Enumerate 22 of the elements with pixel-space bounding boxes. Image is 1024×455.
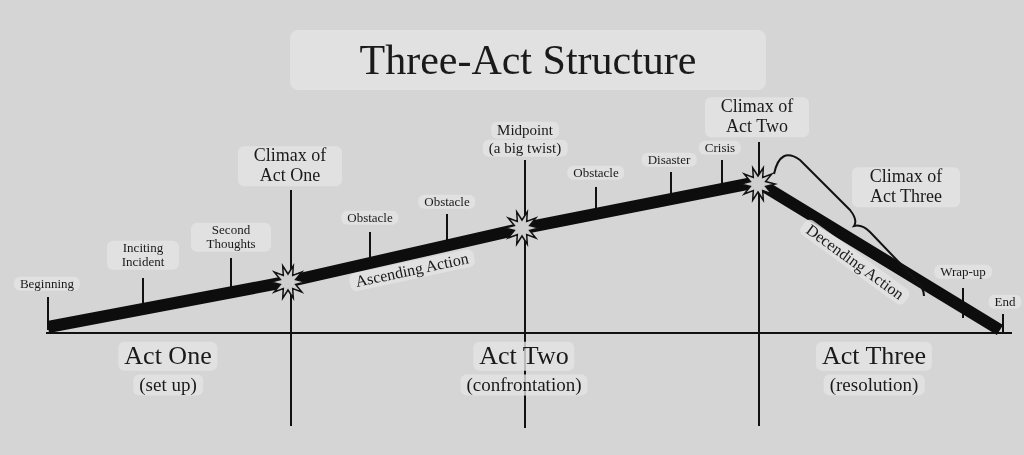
point-label: Obstacle — [567, 165, 625, 181]
act-subtitle: (confrontation) — [460, 374, 588, 396]
point-label: Climax of Act One — [238, 146, 342, 186]
point-label: Crisis — [698, 140, 742, 156]
diagram-title: Three-Act Structure — [290, 30, 766, 90]
point-label: End — [988, 294, 1022, 310]
act-title: Act Three — [815, 341, 933, 371]
point-label: Inciting Incident — [107, 240, 179, 270]
act-subtitle: (set up) — [133, 374, 203, 396]
point-label: Obstacle — [341, 210, 399, 226]
point-label: Disaster — [641, 152, 697, 168]
point-label: Beginning — [13, 276, 81, 292]
point-label: Wrap-up — [934, 264, 992, 280]
point-label: Second Thoughts — [191, 222, 271, 252]
point-label: Climax of Act Two — [705, 97, 809, 137]
point-label: Climax of Act Three — [852, 167, 960, 207]
point-label: Obstacle — [418, 194, 476, 210]
act-title: Act Two — [473, 341, 575, 371]
point-label: Midpoint — [491, 121, 559, 139]
point-label: (a big twist) — [482, 139, 568, 157]
act-title: Act One — [118, 341, 218, 371]
act-subtitle: (resolution) — [823, 374, 925, 396]
